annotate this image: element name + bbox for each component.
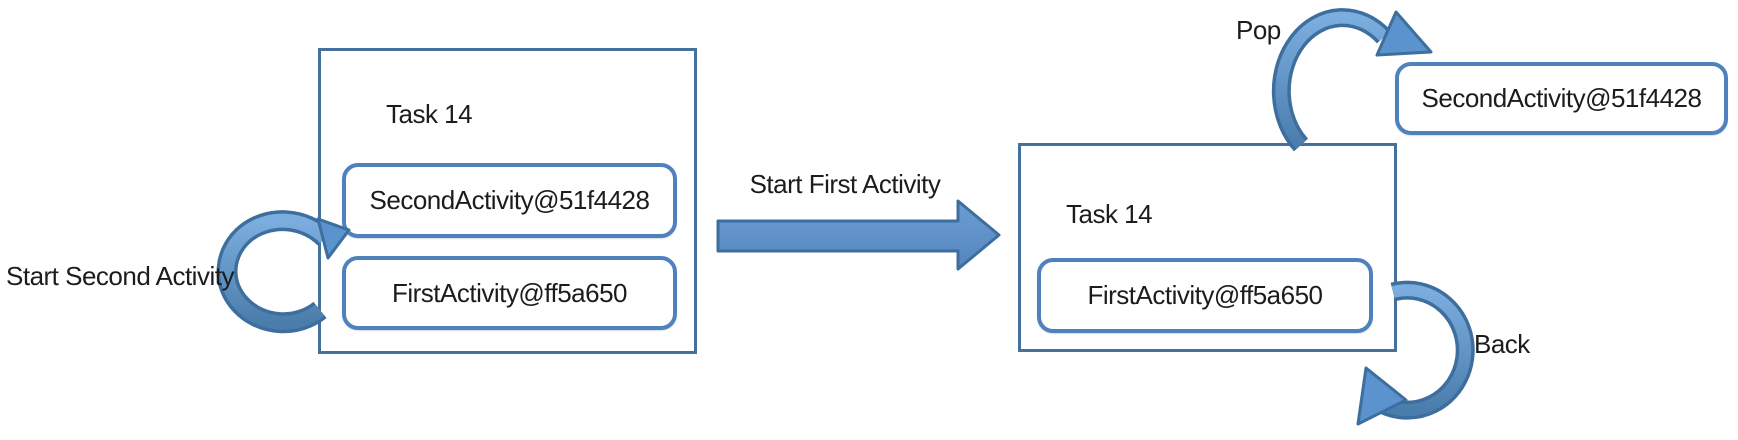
activity-box-first-activity: FirstActivity@ff5a650: [342, 256, 677, 330]
pop-label: Pop: [1236, 15, 1281, 45]
start-first-activity-block-arrow-icon: [716, 199, 1001, 271]
activity-box-first-activity-after: FirstActivity@ff5a650: [1037, 258, 1373, 333]
activity-label: FirstActivity@ff5a650: [391, 277, 628, 308]
task-title: Task 14: [1066, 199, 1153, 229]
back-label: Back: [1474, 329, 1530, 359]
activity-box-second-activity: SecondActivity@51f4428: [342, 163, 677, 238]
activity-label: SecondActivity@51f4428: [369, 185, 650, 215]
activity-label: SecondActivity@51f4428: [1421, 83, 1702, 113]
popped-activity-box: SecondActivity@51f4428: [1395, 62, 1728, 135]
task-title: Task 14: [386, 99, 473, 129]
activity-label: FirstActivity@ff5a650: [1087, 280, 1323, 310]
start-first-activity-label: Start First Activity: [749, 169, 941, 199]
start-second-activity-label: Start Second Activity: [6, 261, 234, 291]
